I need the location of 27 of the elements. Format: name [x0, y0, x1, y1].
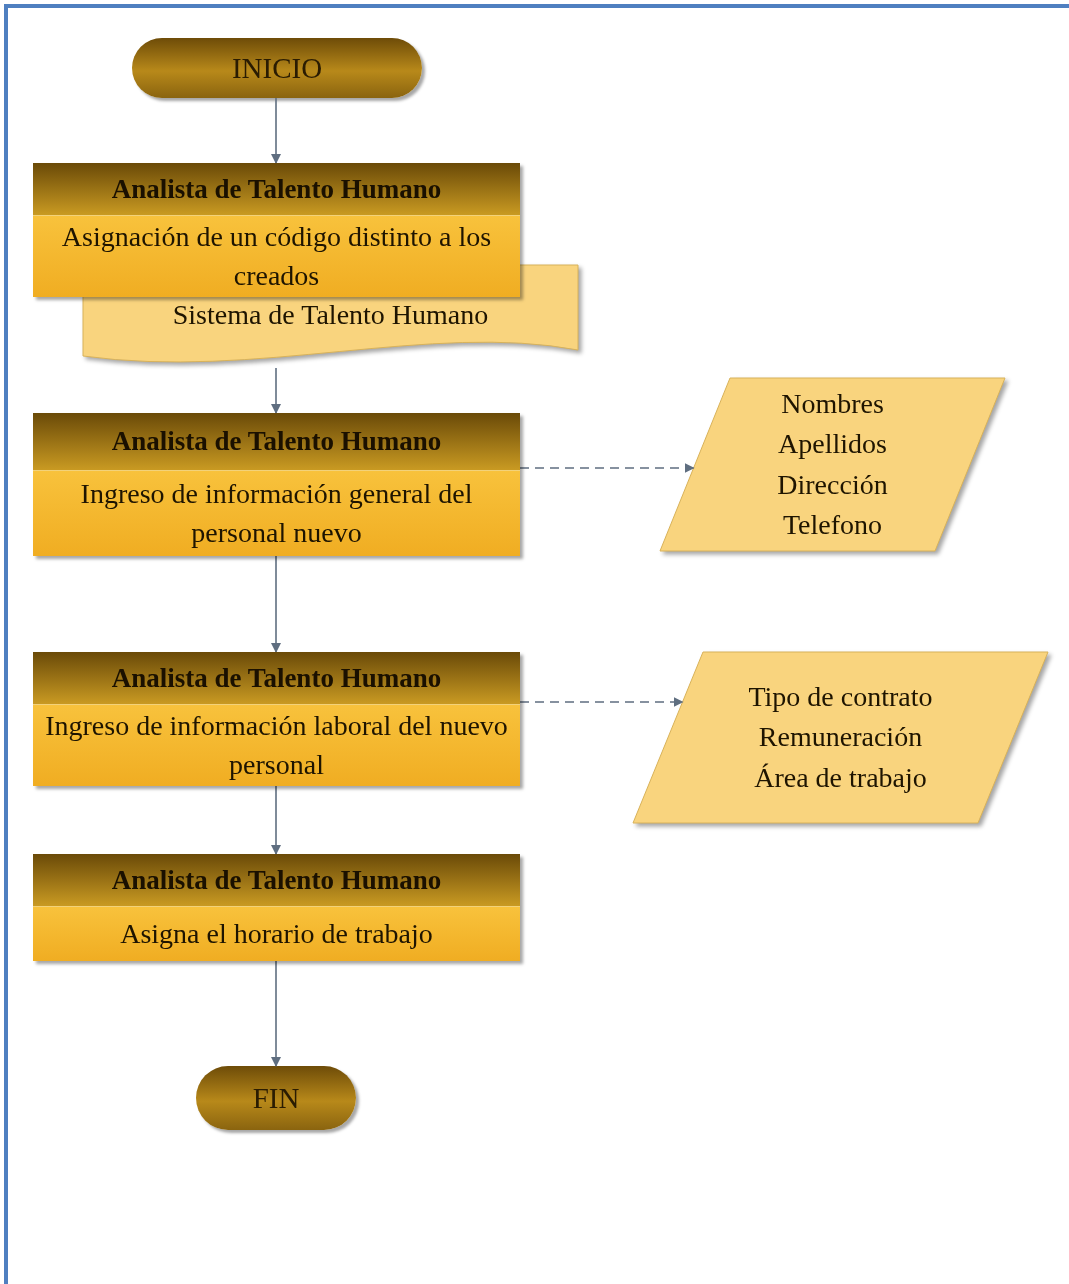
terminator-pill [132, 38, 422, 98]
process-text: Asignación de un código distinto a los creados [33, 216, 520, 297]
process-text: Ingreso de información general del personal nuevo [33, 471, 520, 556]
data-field-text: Apellidos [778, 427, 887, 462]
arrow [519, 697, 684, 707]
terminator-label: INICIO [231, 51, 323, 85]
role-header: Analista de Talento Humano [33, 854, 520, 907]
data-field-text: Telefono [782, 507, 883, 542]
role-header: Analista de Talento Humano [33, 163, 520, 216]
data-field-text: Área de trabajo [754, 760, 927, 795]
arrow [271, 785, 281, 855]
arrow [519, 463, 695, 473]
arrow [271, 367, 281, 414]
role-header: Analista de Talento Humano [33, 652, 520, 705]
role-header: Analista de Talento Humano [33, 413, 520, 471]
data-field-text: Tipo de contrato [748, 680, 933, 715]
terminator-pill [196, 1066, 356, 1130]
process-text: Ingreso de información laboral del nuevo personal [33, 705, 520, 786]
data-field-text: Dirección [777, 467, 888, 502]
terminator-label: FIN [252, 1081, 300, 1115]
process-text: Asigna el horario de trabajo [33, 907, 520, 961]
arrow [271, 555, 281, 653]
arrow [271, 960, 281, 1067]
arrow [271, 97, 281, 164]
document-label: Sistema de Talento Humano [171, 299, 490, 331]
data-field-text: Remuneración [758, 720, 923, 755]
data-field-text: Nombres [781, 387, 884, 422]
